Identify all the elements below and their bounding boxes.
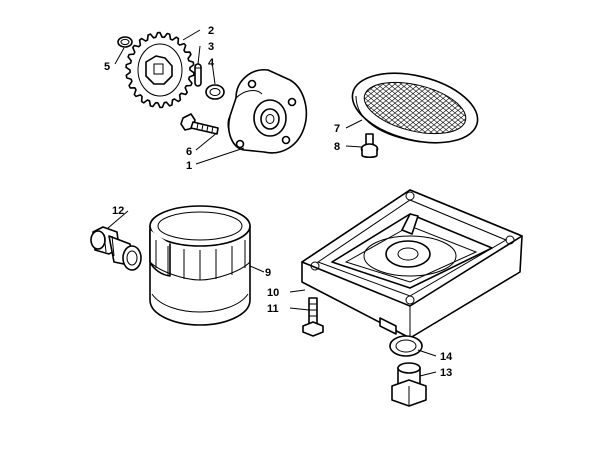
callout-12: 12 xyxy=(112,205,124,217)
part-14-gasket-ring xyxy=(389,335,423,357)
part-10-oil-pan xyxy=(301,189,523,339)
callout-labels: 2 3 4 5 6 1 7 8 12 9 10 11 14 13 xyxy=(104,25,453,379)
callout-9: 9 xyxy=(265,267,271,279)
part-8-screw xyxy=(360,133,379,159)
part-7-strainer-screen xyxy=(351,72,479,144)
callout-11: 11 xyxy=(267,303,279,315)
callout-6: 6 xyxy=(186,146,192,158)
leader-lines xyxy=(107,29,437,377)
callout-10: 10 xyxy=(267,287,279,299)
callout-7: 7 xyxy=(334,123,340,135)
part-5-o-ring xyxy=(117,36,133,48)
part-2-sprocket xyxy=(125,31,195,109)
part-6-bolt xyxy=(180,113,219,135)
callout-1: 1 xyxy=(186,160,192,172)
callout-3: 3 xyxy=(208,41,214,53)
callout-14: 14 xyxy=(440,351,453,363)
callout-13: 13 xyxy=(440,367,452,379)
part-9-oil-filter xyxy=(149,205,251,326)
callout-4: 4 xyxy=(208,57,215,69)
callout-8: 8 xyxy=(334,141,340,153)
callout-5: 5 xyxy=(104,61,110,73)
part-4-washer xyxy=(205,84,225,100)
part-1-pump-housing xyxy=(227,69,308,154)
callout-2: 2 xyxy=(208,25,214,37)
part-12-sensor-fitting xyxy=(90,226,142,271)
part-13-drain-plug xyxy=(391,362,427,407)
part-11-bolt xyxy=(302,297,324,337)
part-3-pin xyxy=(194,63,202,87)
